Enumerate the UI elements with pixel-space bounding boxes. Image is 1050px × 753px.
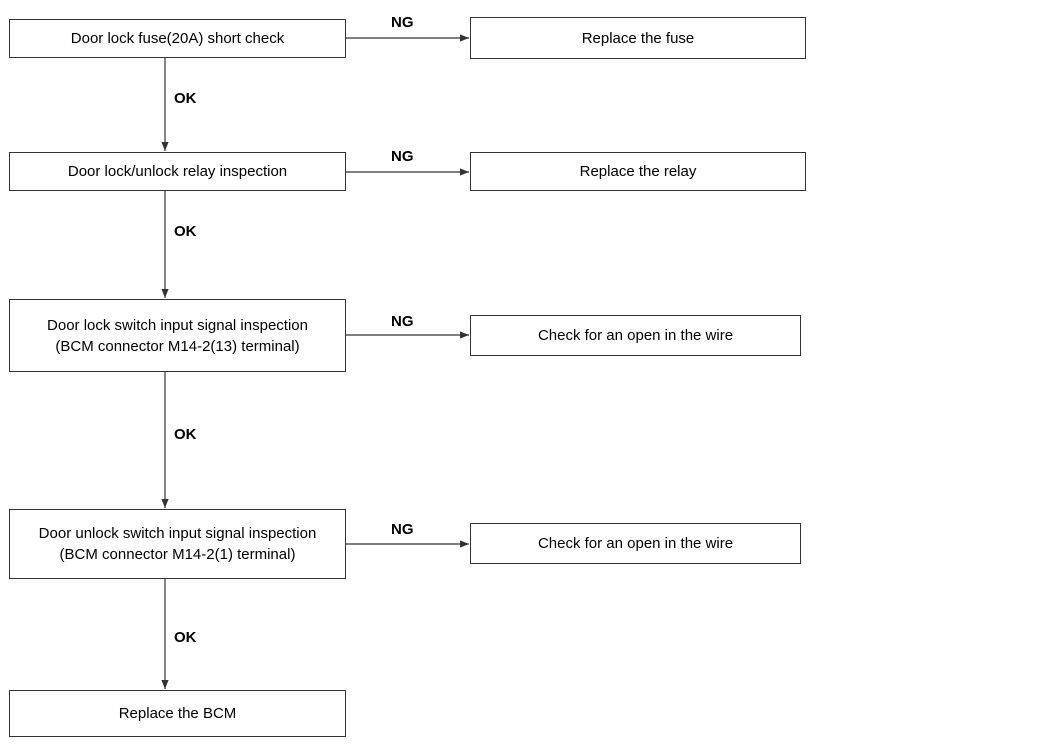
ok-label-unlock-switch: OK — [174, 629, 197, 646]
action-box-open-wire-unlock: Check for an open in the wire — [470, 523, 801, 564]
final-box-replace-bcm: Replace the BCM — [9, 690, 346, 737]
check-box-fuse: Door lock fuse(20A) short check — [9, 19, 346, 58]
ok-label-lock-switch: OK — [174, 426, 197, 443]
check-box-lock-switch-line-1: Door lock switch input signal inspection — [47, 316, 308, 334]
check-box-relay-line-1: Door lock/unlock relay inspection — [67, 163, 288, 180]
action-box-replace-fuse: Replace the fuse — [470, 17, 806, 59]
ng-label-lock-switch: NG — [391, 313, 414, 330]
action-box-open-wire-unlock-text: Check for an open in the wire — [537, 535, 734, 552]
check-box-unlock-switch: Door unlock switch input signal inspecti… — [9, 509, 346, 579]
action-box-replace-relay: Replace the relay — [470, 152, 806, 191]
check-box-relay: Door lock/unlock relay inspection — [9, 152, 346, 191]
action-box-open-wire-lock: Check for an open in the wire — [470, 315, 801, 356]
action-box-open-wire-lock-text: Check for an open in the wire — [537, 327, 734, 344]
action-box-replace-relay-text: Replace the relay — [579, 163, 697, 180]
action-box-replace-fuse-text: Replace the fuse — [581, 29, 695, 47]
check-box-unlock-switch-line-2: (BCM connector M14-2(1) terminal) — [59, 546, 296, 563]
ok-label-relay: OK — [174, 223, 197, 240]
check-box-fuse-line-1: Door lock fuse(20A) short check — [70, 30, 285, 47]
ok-label-fuse: OK — [174, 90, 197, 107]
ng-label-unlock-switch: NG — [391, 521, 414, 538]
check-box-lock-switch-line-2: (BCM connector M14-2(13) terminal) — [55, 337, 300, 355]
check-box-lock-switch: Door lock switch input signal inspection… — [9, 299, 346, 372]
ng-label-relay: NG — [391, 148, 414, 165]
final-box-replace-bcm-text: Replace the BCM — [118, 705, 237, 722]
ng-label-fuse: NG — [391, 14, 414, 31]
check-box-unlock-switch-line-1: Door unlock switch input signal inspecti… — [38, 525, 317, 542]
